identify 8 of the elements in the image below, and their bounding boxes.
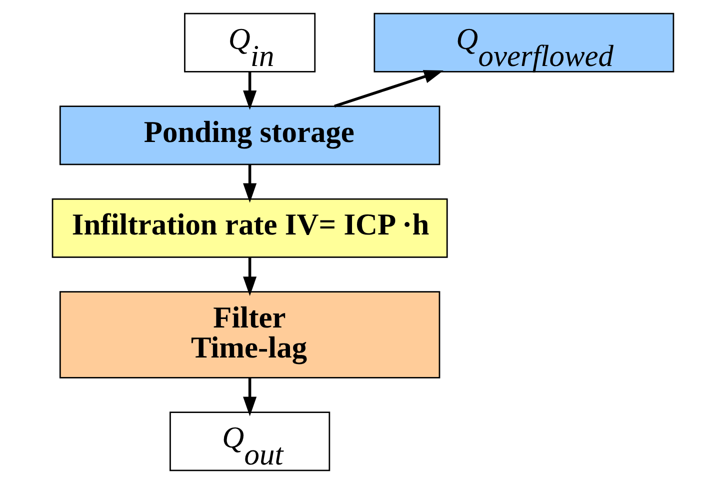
arrow [242, 257, 256, 296]
arrow [242, 164, 256, 203]
arrow [242, 72, 256, 110]
arrow [242, 378, 256, 416]
node-box: Ponding storage [58, 106, 440, 166]
node-box: Filter Time-lag [58, 291, 440, 378]
arrow [334, 70, 443, 108]
node-box: Infiltration rate IV= ICP ·h [51, 198, 448, 258]
